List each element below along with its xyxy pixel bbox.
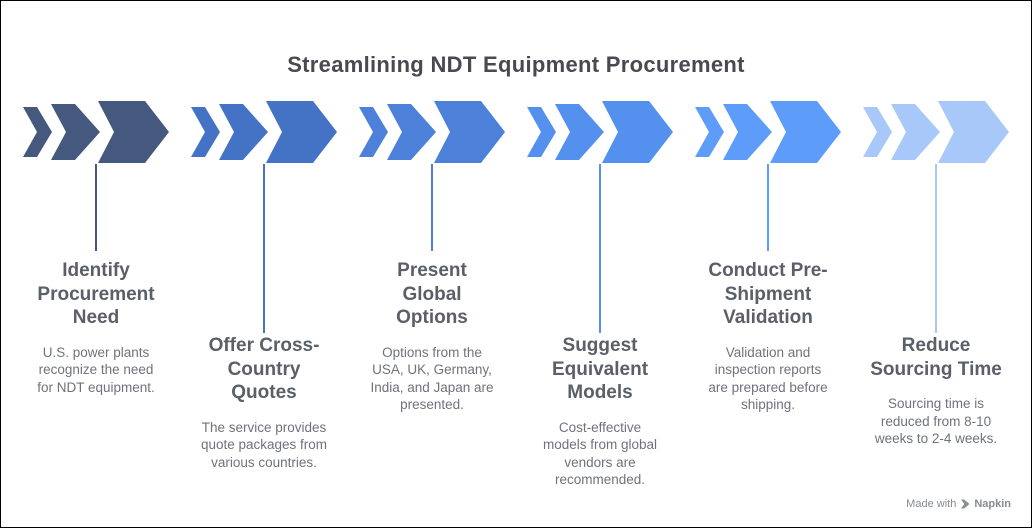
connector-line	[935, 164, 937, 333]
diagram-title: Streamlining NDT Equipment Procurement	[287, 52, 745, 77]
step-title: Identify Procurement Need	[37, 260, 155, 328]
step-description: Sourcing time is reduced from 8-10 weeks…	[874, 396, 998, 446]
chevron-group	[23, 101, 169, 163]
chevron-group	[695, 101, 841, 163]
chevron-group	[527, 101, 673, 163]
napkin-logo-icon	[960, 499, 970, 509]
watermark: Made with Napkin	[906, 498, 1011, 510]
chevron-group	[191, 101, 337, 163]
connector-line	[263, 164, 265, 333]
chevron-icon	[359, 107, 388, 157]
chevron-icon	[266, 101, 337, 163]
step-description: The service provides quote packages from…	[200, 419, 328, 470]
chevron-icon	[434, 101, 505, 163]
watermark-brand: Napkin	[974, 498, 1011, 510]
step-title: Reduce Sourcing Time	[870, 335, 1002, 380]
step-title: Present Global Options	[396, 260, 468, 328]
chevron-icon	[938, 101, 1009, 163]
chevron-icon	[863, 107, 892, 157]
watermark-prefix: Made with	[906, 498, 957, 510]
chevron-icon	[723, 104, 772, 160]
chevron-icon	[602, 101, 673, 163]
step-description: U.S. power plants recognize the need for…	[37, 344, 155, 395]
step-title: Suggest Equivalent Models	[551, 335, 649, 403]
connector-line	[767, 164, 769, 251]
step-description: Cost-effective models from global vendor…	[542, 419, 658, 488]
step-title: Conduct Pre- Shipment Validation	[708, 260, 828, 328]
chevron-icon	[191, 107, 220, 157]
chevron-icon	[387, 104, 436, 160]
connector-line	[599, 164, 601, 333]
step-title: Offer Cross- Country Quotes	[208, 335, 320, 403]
connector-line	[431, 164, 433, 251]
chevron-group	[359, 101, 505, 163]
step-description: Validation and inspection reports are pr…	[708, 344, 828, 413]
chevron-icon	[98, 101, 169, 163]
chevron-icon	[51, 104, 100, 160]
chevron-icon	[695, 107, 724, 157]
chevron-icon	[219, 104, 268, 160]
chevron-icon	[527, 107, 556, 157]
chevron-group	[863, 101, 1009, 163]
chevron-icon	[770, 101, 841, 163]
chevron-icon	[23, 107, 52, 157]
chevron-icon	[555, 104, 604, 160]
connector-line	[95, 164, 97, 251]
chevron-icon	[891, 104, 940, 160]
step-description: Options from the USA, UK, Germany, India…	[370, 344, 494, 413]
